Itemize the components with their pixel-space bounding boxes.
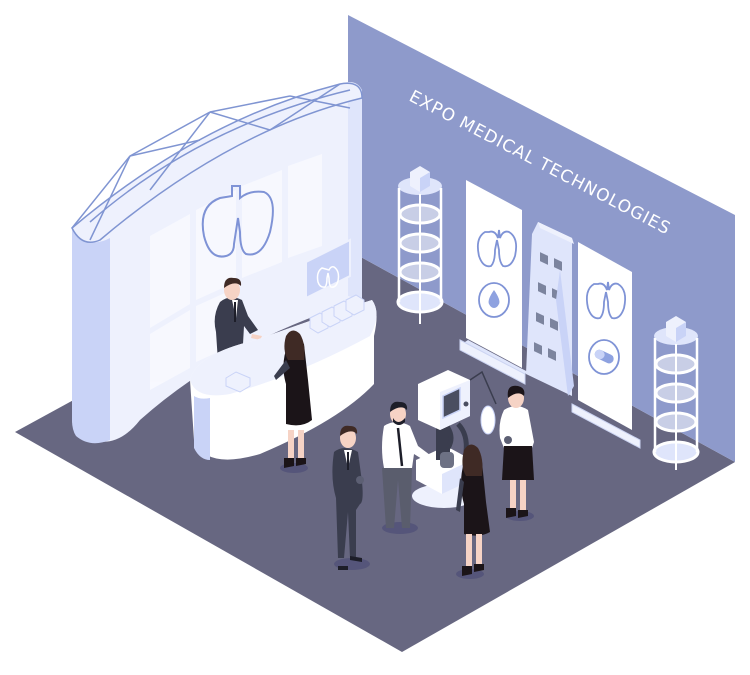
booth-arch-wall	[71, 82, 363, 444]
person-visitor-blouse-woman	[499, 385, 534, 521]
person-visitor-dress-woman	[456, 444, 490, 579]
lungs-icon	[201, 185, 274, 258]
lungs-icon	[476, 229, 518, 268]
truss-frame	[71, 82, 363, 243]
brochure-stand	[526, 222, 574, 396]
rollup-banner-1	[459, 180, 528, 385]
person-presenter	[382, 401, 434, 534]
device-screen	[442, 386, 461, 420]
person-visitor-suit-man	[332, 425, 370, 570]
rollup-banner-2	[571, 242, 641, 449]
display-tower-right	[652, 316, 700, 470]
person-visitor-desk-woman	[274, 330, 312, 473]
pill-icon	[594, 349, 614, 364]
reception-desk	[190, 294, 377, 460]
desk-sign	[305, 238, 351, 308]
person-receptionist	[214, 277, 262, 362]
lungs-icon	[585, 281, 627, 320]
display-tower-left	[396, 166, 444, 324]
brochure-boxes	[309, 294, 365, 334]
drop-icon	[488, 290, 500, 308]
desk-paper-box	[225, 371, 251, 393]
